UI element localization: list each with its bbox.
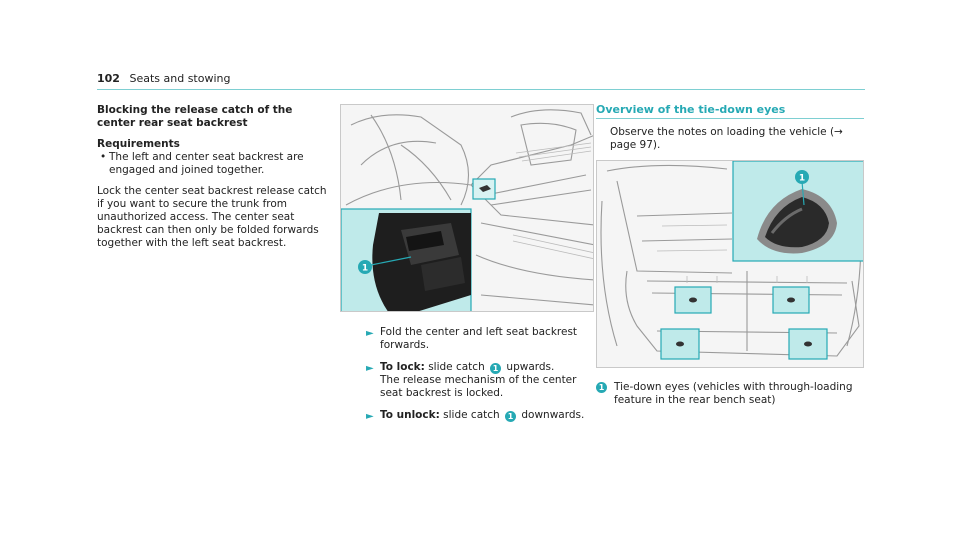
tie-down-rule (596, 118, 864, 119)
trunk-drawing: 1 (597, 161, 863, 367)
legend-badge: 1 (596, 382, 607, 393)
seat-catch-illustration: 1 (340, 104, 594, 312)
page-header: 102 Seats and stowing (97, 72, 230, 85)
instruction-steps: ► Fold the center and left seat backrest… (366, 326, 596, 431)
callout-1-fig2: 1 (799, 174, 805, 184)
tie-down-heading: Overview of the tie-down eyes (596, 103, 786, 116)
body-paragraph: Lock the center seat backrest release ca… (97, 185, 327, 249)
legend-text: Tie-down eyes (vehicles with through-loa… (614, 381, 853, 406)
step-lock: ► To lock: slide catch 1 upwards. The re… (366, 361, 596, 400)
callout-badge: 1 (490, 363, 502, 374)
step-fold: ► Fold the center and left seat backrest… (366, 326, 596, 352)
figure-legend: 1 Tie-down eyes (vehicles with through-l… (596, 381, 864, 407)
requirement-item: The left and center seat backrest are en… (97, 151, 327, 177)
step-lock-result: The release mechanism of the center seat… (380, 374, 577, 399)
header-rule (97, 89, 865, 90)
requirements-title: Requirements (97, 138, 180, 150)
trunk-tie-down-illustration: 1 (596, 160, 864, 368)
step-unlock-text-b: downwards. (521, 409, 585, 421)
callout-1-fig1: 1 (362, 264, 368, 274)
step-fold-text: Fold the center and left seat backrest f… (380, 326, 578, 351)
step-arrow-icon: ► (366, 363, 374, 374)
loading-note: Observe the notes on loading the vehicle… (610, 126, 843, 151)
step-lock-text-b: upwards. (506, 361, 555, 373)
step-lock-lead: To lock: (380, 361, 425, 373)
section-title: Seats and stowing (129, 72, 231, 85)
left-column: Blocking the release catch of the center… (97, 104, 327, 250)
callout-badge: 1 (505, 411, 517, 422)
step-lock-text-a: slide catch (428, 361, 485, 373)
step-unlock-lead: To unlock: (380, 409, 440, 421)
seat-catch-drawing: 1 (341, 105, 593, 311)
step-arrow-icon: ► (366, 328, 374, 339)
page-number: 102 (97, 72, 120, 85)
step-unlock: ► To unlock: slide catch 1 downwards. (366, 409, 596, 422)
requirements-list: The left and center seat backrest are en… (97, 151, 327, 177)
section-heading: Blocking the release catch of the center… (97, 104, 293, 129)
step-unlock-text-a: slide catch (443, 409, 500, 421)
step-arrow-icon: ► (366, 411, 374, 422)
